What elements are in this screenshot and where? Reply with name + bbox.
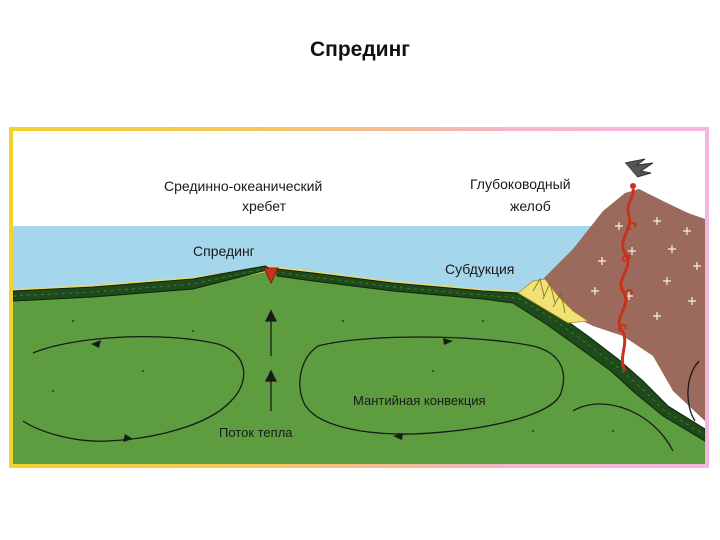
continental-crust [533, 189, 705, 421]
ridge-vent [263, 267, 279, 285]
label-trench-line1: Глубоководный [470, 176, 571, 192]
plate-tectonics-diagram: Срединно-океанический хребет Глубоководн… [13, 131, 705, 464]
plate-texture [13, 267, 705, 436]
label-heat-flow: Поток тепла [219, 425, 293, 440]
mantle-speckles [52, 320, 614, 432]
convection-cells [22, 336, 700, 452]
magma-rise-path [617, 188, 635, 372]
volcano-vent [630, 183, 636, 189]
label-spreading: Спрединг [193, 243, 255, 259]
mantle-body [13, 271, 705, 464]
sky-area [13, 131, 705, 226]
label-ridge-line2: хребет [242, 198, 287, 214]
label-subduction: Субдукция [445, 261, 514, 277]
oceanic-plate-right [276, 268, 705, 442]
slide-title: Спрединг [309, 38, 411, 61]
wedge-folds [532, 277, 566, 314]
convection-arrows [91, 338, 453, 442]
continent-plus-marks [591, 217, 701, 320]
label-convection: Мантийная конвекция [353, 393, 486, 408]
label-ridge-line1: Срединно-океанический [164, 178, 322, 194]
heat-flow-arrows [264, 309, 278, 411]
volcano-smoke-icon [624, 158, 654, 178]
label-trench-line2: желоб [510, 198, 551, 214]
magma-loops [617, 222, 637, 332]
